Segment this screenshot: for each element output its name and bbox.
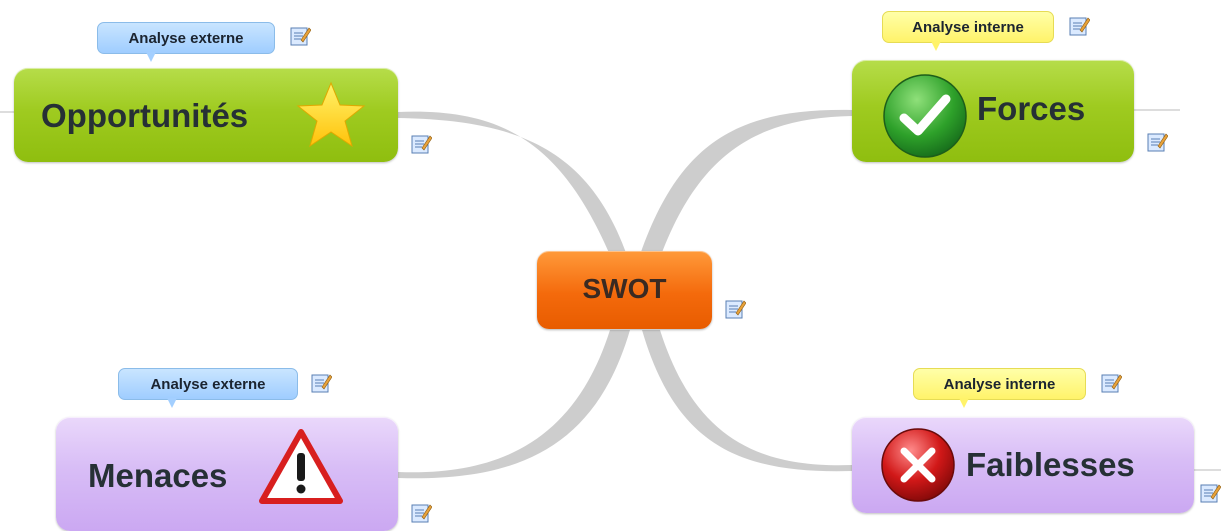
topic-label: Faiblesses [966,446,1135,483]
note-icon-forces[interactable] [1146,131,1168,153]
callout-faiblesses[interactable]: Analyse interne [913,368,1086,408]
warning-icon [259,429,343,504]
connector-faiblesses [642,330,852,472]
callout-label: Analyse interne [943,375,1056,393]
note-icon-faiblesses-callout[interactable] [1100,372,1122,394]
topic-opportunites[interactable]: Opportunités [14,68,398,162]
connector-opportunites [398,111,628,258]
callout-menaces[interactable]: Analyse externe [118,368,298,408]
connector-menaces [398,330,630,479]
star-icon [296,81,366,148]
central-topic-swot[interactable]: SWOT [537,251,712,329]
topic-label: Forces [977,90,1086,127]
topic-forces[interactable]: Forces [852,60,1134,162]
connector-forces [640,109,852,259]
note-icon-opportunites[interactable] [410,133,432,155]
topic-menaces[interactable]: Menaces [56,417,398,531]
callout-forces[interactable]: Analyse interne [882,11,1054,51]
callout-label: Analyse interne [912,18,1024,36]
x-icon [881,428,955,502]
note-icon-opportunites-callout[interactable] [289,25,311,47]
note-icon-menaces-callout[interactable] [310,372,332,394]
topic-label: Opportunités [41,97,249,134]
topic-label: Menaces [88,457,228,494]
callout-label: Analyse externe [150,375,266,393]
note-icon-menaces[interactable] [410,502,432,524]
topic-faiblesses[interactable]: Faiblesses [852,417,1194,513]
note-icon-forces-callout[interactable] [1068,15,1090,37]
note-icon-faiblesses[interactable] [1199,482,1221,504]
note-icon-swot[interactable] [724,298,746,320]
central-topic-label: SWOT [582,273,667,304]
callout-label: Analyse externe [128,29,244,47]
check-icon [883,74,967,158]
callout-opportunites[interactable]: Analyse externe [97,22,275,62]
